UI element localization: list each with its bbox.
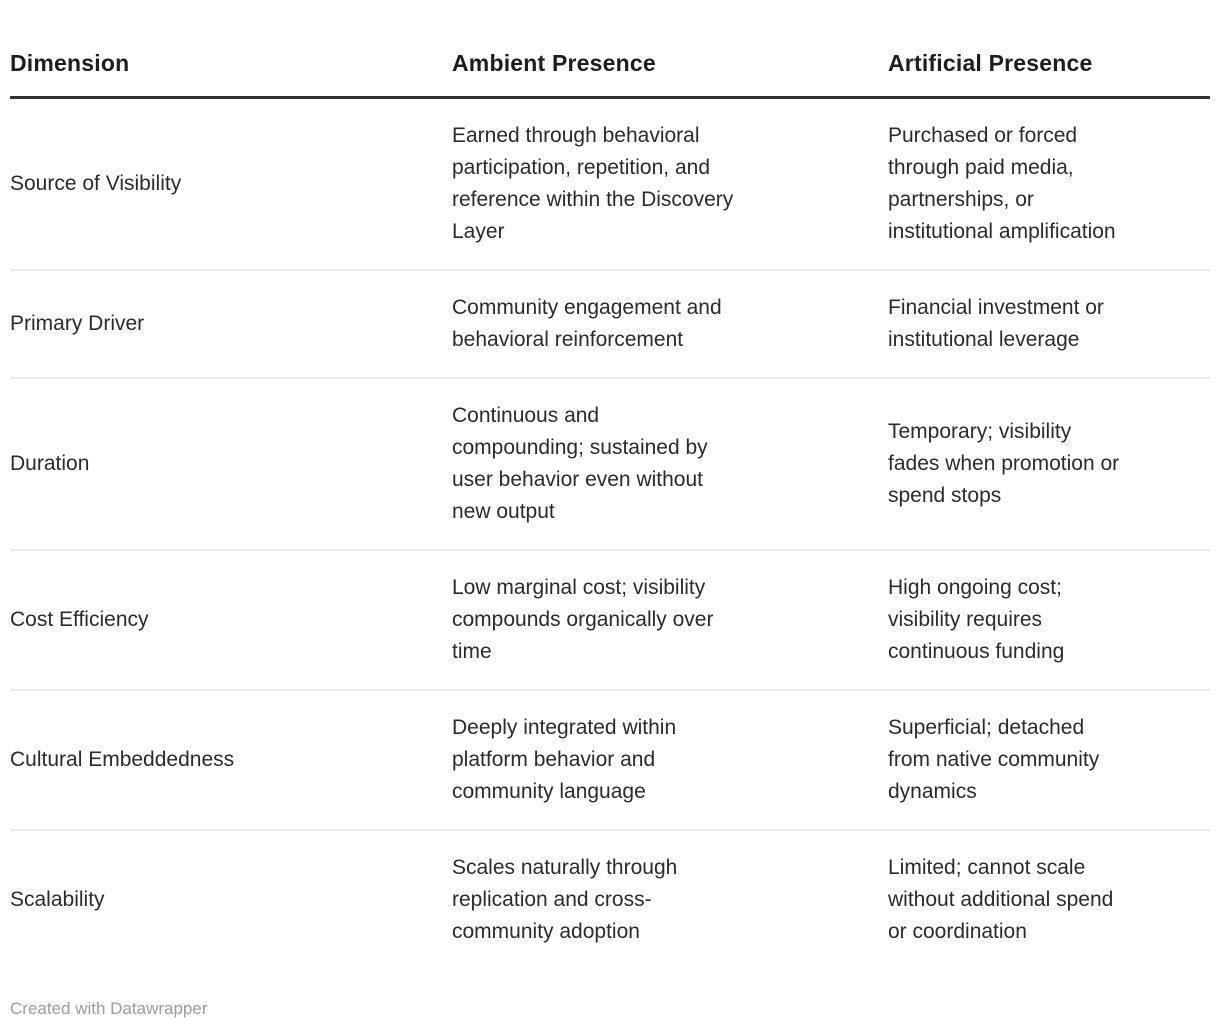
cell-artificial-presence: Temporary; visibility fades when promoti… (888, 378, 1210, 551)
column-header-ambient-presence: Ambient Presence (452, 0, 888, 99)
cell-dimension: Scalability (10, 888, 105, 911)
cell-artificial-presence: High ongoing cost; visibility requires c… (888, 550, 1210, 691)
cell-artificial-presence: Superficial; detached from native commun… (888, 690, 1210, 831)
header-row: Dimension Ambient Presence Artificial Pr… (10, 0, 1210, 99)
cell-dimension: Primary Driver (10, 270, 452, 379)
cell-dimension: Cultural Embeddedness (10, 690, 452, 831)
cell-ambient-presence: Community engagement and behavioral rein… (452, 270, 888, 379)
cell-ambient-presence: Continuous and compounding; sustained by… (452, 378, 888, 551)
comparison-table: Dimension Ambient Presence Artificial Pr… (10, 0, 1210, 969)
cell-ambient-presence: Earned through behavioral participation,… (452, 97, 888, 271)
cell-artificial-presence: Financial investment or institutional le… (888, 270, 1210, 379)
column-header-artificial-presence: Artificial Presence (888, 0, 1210, 99)
cell-artificial-presence: Purchased or forced through paid media, … (888, 97, 1210, 271)
table-row-primary-driver: Primary Driver Community engagement and … (10, 270, 1210, 379)
cell-ambient-presence: Low marginal cost; visibility compounds … (452, 550, 888, 691)
datawrapper-attribution-link[interactable]: Created with Datawrapper (10, 999, 208, 1018)
table-row-cultural-embeddedness: Cultural Embeddedness Deeply integrated … (10, 690, 1210, 831)
cell-ambient-presence: Scales naturally through replication and… (452, 856, 678, 943)
attribution: Created with Datawrapper (10, 999, 1210, 1019)
cell-artificial-presence: Limited; cannot scale without additional… (888, 856, 1114, 943)
cell-dimension: Duration (10, 378, 452, 551)
table-row-scalability: Scalability Scales naturally through rep… (10, 830, 1210, 969)
table-row-duration: Duration Continuous and compounding; sus… (10, 378, 1210, 551)
table-row-source-of-visibility: Source of Visibility Earned through beha… (10, 97, 1210, 271)
cell-dimension: Cost Efficiency (10, 550, 452, 691)
cell-dimension: Source of Visibility (10, 97, 452, 271)
table-row-cost-efficiency: Cost Efficiency Low marginal cost; visib… (10, 550, 1210, 691)
cell-ambient-presence: Deeply integrated within platform behavi… (452, 690, 888, 831)
column-header-dimension: Dimension (10, 0, 452, 99)
